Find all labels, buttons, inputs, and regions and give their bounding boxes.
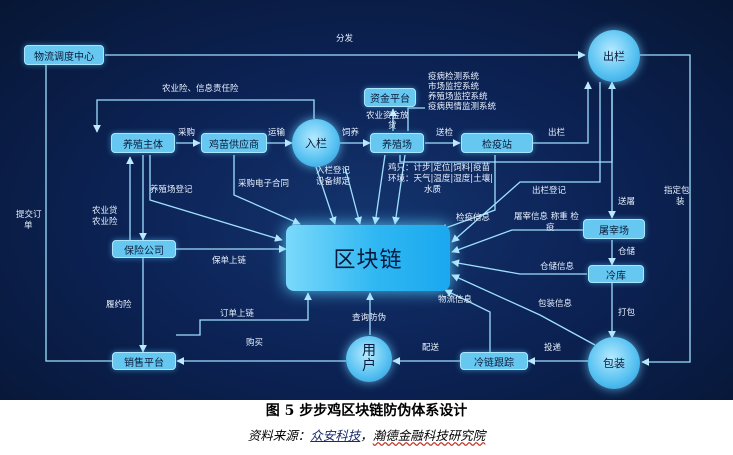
exit-pen-node: 出栏 <box>588 30 640 82</box>
label-system-4: 疫病舆情监测系统 <box>428 102 497 112</box>
caption-source-org1: 众安科技 <box>310 428 361 443</box>
label-ag-insurance: 农业险、信息责任险 <box>162 84 239 94</box>
label-exit: 出栏 <box>548 128 566 138</box>
label-order-chain: 订单上链 <box>220 309 255 319</box>
label-ship-inspect: 送检 <box>436 128 454 138</box>
user-node: 用 户 <box>346 336 392 382</box>
label-query-anti-fake: 查询防伪 <box>352 313 387 323</box>
label-quarantine-info: 检疫信息 <box>456 213 491 223</box>
caption-source-prefix: 资料来源： <box>247 428 311 443</box>
sales-platform-node: 销售平台 <box>112 352 176 370</box>
edge-insurance <box>93 99 315 133</box>
chick-supplier-node: 鸡苗供应商 <box>201 133 267 153</box>
label-system-1: 疫病检测系统 <box>428 72 480 82</box>
edge-storage-info <box>451 259 587 275</box>
label-pack-action: 打包 <box>618 308 636 318</box>
label-dispatch: 分发 <box>336 34 354 44</box>
caption-source: 资料来源：众安科技，瀚德金融科技研究院 <box>0 425 733 444</box>
edge-chicken-data <box>372 154 386 225</box>
cold-chain-tracking-node: 冷链跟踪 <box>460 352 528 370</box>
diagram-canvas: 物流调度中心 养殖主体 鸡苗供应商 入栏 资金平台 养殖场 检疫站 出栏 保险公… <box>0 0 733 400</box>
label-system-2: 市场监控系统 <box>428 82 480 92</box>
caption-source-separator: ， <box>360 428 373 443</box>
edge-env-data <box>392 154 406 225</box>
label-purchase-buy: 购买 <box>246 338 264 348</box>
label-purchase-contract: 采购电子合同 <box>238 179 290 189</box>
connector-layer <box>24 51 691 366</box>
caption-source-org2: 瀚德金融科技研究院 <box>372 428 486 443</box>
label-send-slaughter: 送屠 <box>618 197 636 207</box>
label-policy-chain: 保单上链 <box>212 256 247 266</box>
label-storage: 仓储 <box>618 247 636 257</box>
label-system-3: 养殖场监控系统 <box>428 92 488 102</box>
slaughterhouse-node: 屠宰场 <box>583 219 645 239</box>
edge-systems <box>407 107 425 131</box>
caption-title: 图 5 步步鸡区块链防伪体系设计 <box>265 403 468 419</box>
edge-designated-pack <box>640 54 691 366</box>
edge-enter-register <box>315 166 337 225</box>
label-logistics-info: 物流信息 <box>438 295 473 305</box>
label-funds-line1: 农业资金放 <box>366 111 409 121</box>
label-funds-line2: 贷 <box>388 121 397 131</box>
label-purchase: 采购 <box>178 128 196 138</box>
farming-entity-node: 养殖主体 <box>111 133 175 153</box>
logistics-center-node: 物流调度中心 <box>24 45 104 65</box>
label-feed: 饲养 <box>342 128 360 138</box>
edge-quarantine-info <box>439 155 496 232</box>
label-ag-loan-line1: 农业贷 <box>92 206 118 216</box>
user-label-line1: 用 <box>362 343 376 359</box>
label-submit-order-line2: 单 <box>24 221 33 231</box>
label-deliver: 投递 <box>544 343 562 353</box>
label-designated-pack-line1: 指定包 <box>664 186 690 196</box>
label-distribute: 配送 <box>422 343 440 353</box>
label-slaughter-info-line2: 疫 <box>546 223 555 233</box>
farm-node: 养殖场 <box>370 133 424 153</box>
edge-logistics-info <box>444 289 491 352</box>
edge-purchase-contract <box>233 155 301 225</box>
label-performance-insurance: 履约险 <box>106 300 132 310</box>
label-slaughter-info-line1: 屠宰信息 称重 检 <box>514 212 579 222</box>
edge-farm-register <box>149 155 283 242</box>
label-enter-line2: 设备绑定 <box>316 177 351 187</box>
label-enter-line1: 入栏登记 <box>316 166 351 176</box>
inspection-station-node: 检疫站 <box>461 133 533 153</box>
cold-storage-node: 冷库 <box>588 265 644 283</box>
label-chicken-data: 鸡只：计步|定位|饲料|疫苗 <box>388 163 491 173</box>
label-env-line2: 水质 <box>424 185 442 195</box>
label-env-line1: 环境：天气|温度|湿度|土壤| <box>388 174 493 184</box>
label-storage-info: 仓储信息 <box>540 262 575 272</box>
edge-enter-device <box>344 166 362 225</box>
label-transport: 运输 <box>268 128 286 138</box>
blockchain-node: 区块链 <box>286 225 450 291</box>
edge-exit-register <box>451 82 601 243</box>
enter-pen-node: 入栏 <box>292 119 340 167</box>
edge-slaughter-info <box>451 229 583 254</box>
insurance-company-node: 保险公司 <box>112 240 176 258</box>
edge-order-chain <box>176 292 312 336</box>
label-ag-loan-line2: 农业险 <box>92 217 118 227</box>
funding-platform-node: 资金平台 <box>364 88 416 107</box>
user-label-line2: 户 <box>362 358 376 374</box>
label-designated-pack-line2: 装 <box>676 197 685 207</box>
packaging-node: 包装 <box>588 337 640 389</box>
label-farm-register: 养殖场登记 <box>150 185 193 195</box>
edge-exit <box>533 81 592 144</box>
label-submit-order-line1: 提交订 <box>16 210 42 220</box>
edge-pack-info <box>451 274 596 346</box>
label-pack-info: 包装信息 <box>538 299 573 309</box>
label-exit-register: 出栏登记 <box>532 186 567 196</box>
figure-caption: 图 5 步步鸡区块链防伪体系设计 资料来源：众安科技，瀚德金融科技研究院 <box>0 401 733 444</box>
